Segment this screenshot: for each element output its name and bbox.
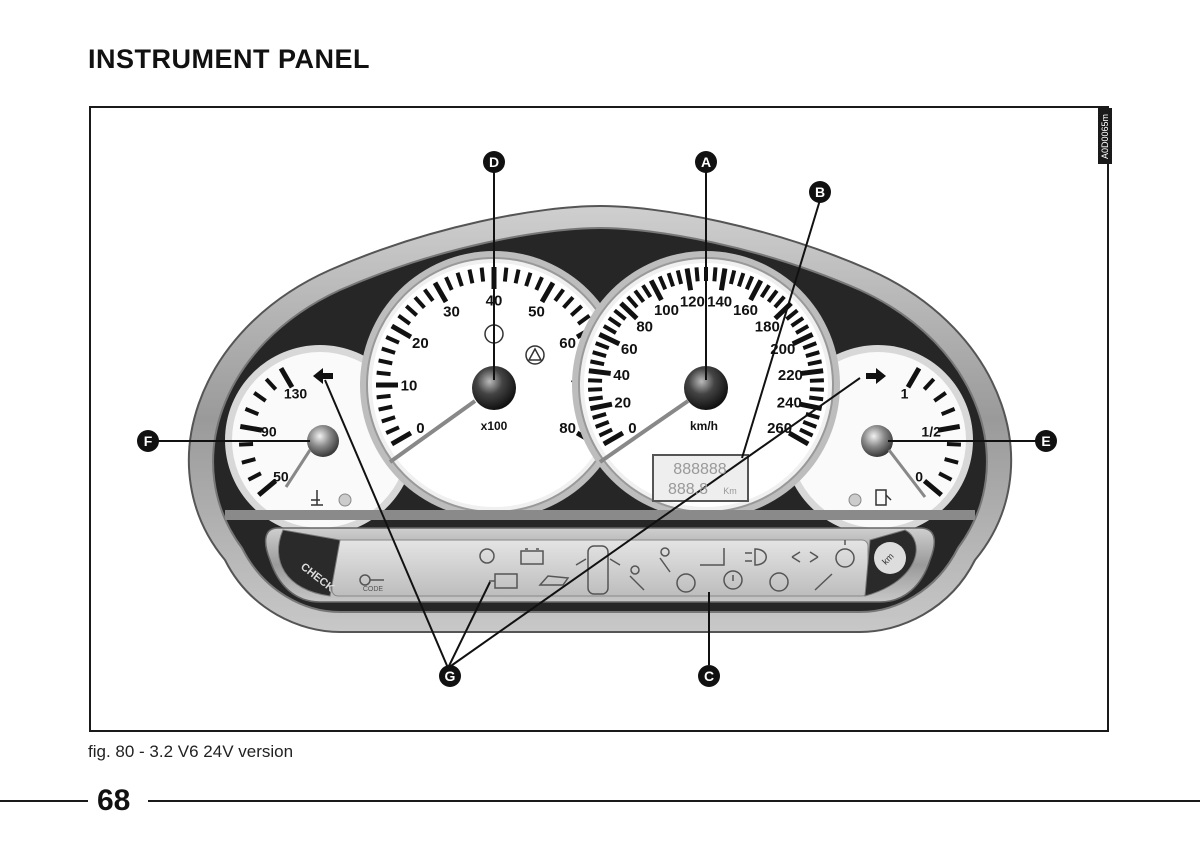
engine-check-icon — [489, 573, 518, 589]
fuel-label: 1 — [901, 385, 909, 401]
abs-icon — [676, 573, 696, 593]
callout-c-marker — [698, 665, 720, 687]
fuel-pump-icon — [875, 489, 892, 506]
temperature-hub — [307, 425, 339, 457]
sun-warning-icon — [835, 540, 855, 568]
speedometer-label: 220 — [778, 367, 803, 384]
tachometer-needle — [388, 399, 477, 464]
code-key-icon — [359, 574, 384, 586]
speedometer-label: 240 — [777, 394, 802, 411]
page-title: INSTRUMENT PANEL — [88, 44, 370, 74]
tachometer-label: 20 — [412, 335, 429, 352]
footer-rule-left — [0, 800, 88, 802]
warning-triangle-icon — [525, 345, 545, 365]
odometer-unit: Km — [723, 486, 737, 496]
speedometer-label: 40 — [613, 367, 630, 384]
tachometer-label: 50 — [528, 304, 545, 321]
door-open-icon — [575, 545, 621, 595]
temperature-label: 130 — [284, 385, 308, 401]
fuel-label: 1/2 — [921, 423, 941, 439]
callout-d-marker — [483, 151, 505, 173]
callout-e-label: E — [1041, 433, 1050, 449]
callout-g-marker — [439, 665, 461, 687]
tachometer-label: 0 — [416, 420, 424, 437]
callout-a-label: A — [701, 154, 711, 170]
fuel-indicator-dot — [848, 493, 862, 507]
callout-f-marker — [137, 430, 159, 452]
speedometer-label: 120 — [680, 293, 705, 310]
speedometer-label: 100 — [654, 302, 679, 319]
tachometer-unit: x100 — [481, 419, 508, 433]
turn-right-arrow-icon — [866, 368, 886, 384]
tachometer-label: 60 — [559, 335, 576, 352]
pad-wear-icon — [769, 572, 789, 592]
page-number: 68 — [97, 784, 131, 817]
oil-pressure-icon — [538, 575, 570, 586]
code-label: CODE — [363, 586, 384, 593]
odometer-upper: 888888 — [673, 461, 726, 478]
callout-g-label: G — [445, 668, 456, 684]
fuel-hub — [861, 425, 893, 457]
speedometer-label: 80 — [636, 318, 653, 335]
callout-c-label: C — [704, 668, 714, 684]
temperature-needle — [284, 449, 312, 488]
coolant-icon — [311, 490, 323, 506]
speedometer-unit: km/h — [690, 419, 718, 433]
headlight-icon — [745, 548, 767, 566]
odometer-lower: 888.8 — [668, 481, 708, 498]
tachometer-label: 30 — [443, 304, 460, 321]
callout-a-marker — [695, 151, 717, 173]
footer-rule-right — [148, 800, 1200, 802]
battery-icon — [520, 548, 544, 565]
seatbelt-icon — [659, 547, 671, 573]
speedometer-label: 260 — [767, 420, 792, 437]
temperature-indicator-dot — [338, 493, 352, 507]
fuel-needle — [887, 449, 927, 498]
speedometer-hub — [684, 366, 728, 410]
callout-b-marker — [809, 181, 831, 203]
callout-f-label: F — [144, 433, 153, 449]
figure-frame — [89, 106, 1109, 732]
speedometer-label: 60 — [621, 341, 638, 358]
speedometer-label: 20 — [614, 394, 631, 411]
alfa-service-icon — [479, 548, 495, 564]
fuel-label: 0 — [915, 468, 923, 484]
tachometer-label: 80 — [559, 420, 576, 437]
temperature-label: 90 — [261, 423, 277, 439]
brake-icon — [723, 570, 743, 590]
callout-b-label: B — [815, 184, 825, 200]
odometer-display — [652, 454, 749, 502]
glow-plug-icon — [814, 573, 833, 591]
fog-light-icon — [791, 551, 819, 563]
speedometer-label: 180 — [755, 318, 780, 335]
speedometer-label: 140 — [707, 293, 732, 310]
speedometer-label: 0 — [628, 420, 636, 437]
turn-left-arrow-icon — [313, 368, 333, 384]
airbag-passenger-icon — [629, 565, 645, 591]
speedometer-needle — [598, 399, 690, 464]
airbag-off-icon — [700, 548, 725, 566]
callout-d-label: D — [489, 154, 499, 170]
check-button — [278, 529, 341, 597]
km-button — [864, 529, 917, 597]
tachometer-hub — [472, 366, 516, 410]
speedometer-label: 160 — [733, 302, 758, 319]
tachometer-label: 10 — [401, 377, 418, 394]
temperature-label: 50 — [273, 468, 289, 484]
callout-e-marker — [1035, 430, 1057, 452]
figure-caption: fig. 80 - 3.2 V6 24V version — [88, 742, 294, 761]
